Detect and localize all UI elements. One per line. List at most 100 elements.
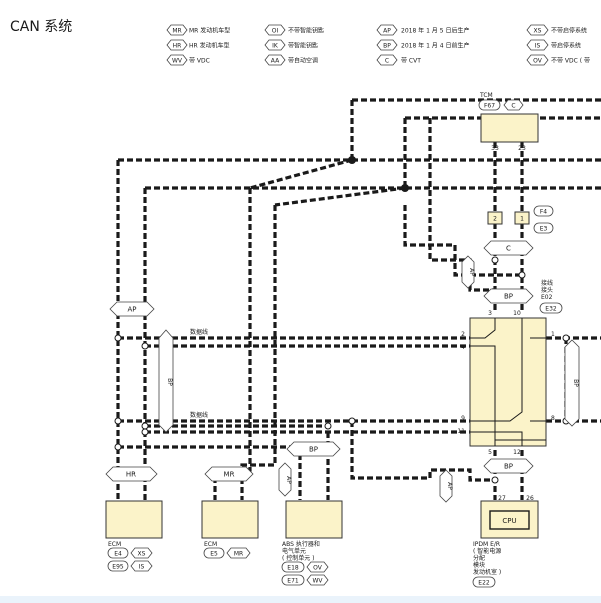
svg-text:BP: BP xyxy=(383,43,391,50)
tag-ap-left: AP xyxy=(109,301,155,317)
svg-text:HR: HR xyxy=(126,471,136,479)
ipdm-pin: 27 xyxy=(498,495,506,502)
tcm-name: TCM xyxy=(479,92,493,99)
tag-bp-right-vertical: BP xyxy=(564,339,580,427)
legend-item-hr: HR HR 发动机车型 xyxy=(166,39,230,51)
svg-text:C: C xyxy=(511,103,515,110)
svg-text:带自动空调: 带自动空调 xyxy=(288,57,318,65)
cpu-block xyxy=(489,510,530,530)
svg-text:F67: F67 xyxy=(484,103,495,110)
svg-text:E02: E02 xyxy=(541,294,553,301)
tcm-connector-tag: F67 C xyxy=(478,99,524,111)
joint-pin: 10 xyxy=(513,310,521,317)
joint-connector-id: E32 xyxy=(545,306,557,313)
tag-hr: HR xyxy=(105,466,158,482)
page-title: CAN 系统 xyxy=(10,19,73,35)
svg-text:C: C xyxy=(506,245,511,253)
legend-item-aa: AA 带自动空调 xyxy=(264,54,318,66)
junction-dots xyxy=(114,156,570,484)
junction-dot xyxy=(348,156,356,164)
splice-dot xyxy=(518,271,526,279)
ipdm-name-line: 发动机室 ) xyxy=(473,568,501,576)
connector-id: F4 xyxy=(540,209,547,216)
ecm-mr-module: 100 99 ECM E5 MR xyxy=(201,500,259,559)
connector-pin-box xyxy=(514,211,530,225)
wire-ap-lower xyxy=(350,421,495,482)
ecm-name: ECM xyxy=(204,541,217,548)
connector-f4-e3: 2 1 F4 E3 xyxy=(487,205,554,234)
connector-id: E5 xyxy=(210,551,218,558)
splice-dot xyxy=(562,334,570,342)
svg-text:IK: IK xyxy=(272,43,279,50)
tag-bp-joint-bottom: BP xyxy=(483,458,534,474)
svg-text:带启停系统: 带启停系统 xyxy=(551,42,581,50)
splice-dot xyxy=(324,422,332,430)
svg-text:AP: AP xyxy=(383,28,391,35)
tcm-pin: 33 xyxy=(491,145,499,152)
svg-text:C: C xyxy=(385,58,389,65)
wire-ap-top-2 xyxy=(403,205,522,277)
connector-id: E71 xyxy=(287,578,299,585)
joint-pin: 8 xyxy=(551,415,555,422)
svg-text:MR 发动机车型: MR 发动机车型 xyxy=(189,27,230,35)
tag-mr: MR xyxy=(204,466,254,482)
joint-pin: 1 xyxy=(551,331,555,338)
svg-text:OV: OV xyxy=(533,58,543,65)
joint-pin: 3 xyxy=(488,310,492,317)
abs-name-line: 电气单元 xyxy=(282,547,306,555)
tag-ap-vertical-lower: AP xyxy=(439,469,453,503)
bottom-scroll-strip xyxy=(0,596,601,603)
svg-text:HR 发动机车型: HR 发动机车型 xyxy=(189,42,230,50)
svg-text:OV: OV xyxy=(313,565,323,572)
connector-id: E22 xyxy=(478,580,490,587)
svg-text:AP: AP xyxy=(285,476,292,484)
wire-tags: AP BP HR MR AP BP C xyxy=(105,240,580,503)
legend-item-bp: BP 2018 年 1 月 4 日前生产 xyxy=(376,39,469,51)
legend-item-ov: OV 不带 VDC ( 带 xyxy=(526,54,590,66)
svg-text:HR: HR xyxy=(173,43,182,50)
tag-bp-left-vertical: BP xyxy=(158,329,174,433)
splice-dot xyxy=(141,422,149,430)
svg-text:WV: WV xyxy=(172,58,183,65)
tag-bp-abs: BP xyxy=(286,441,341,457)
svg-text:带 VDC: 带 VDC xyxy=(189,57,210,65)
ipdm-name-line: IPDM E/R xyxy=(473,541,500,548)
svg-text:MR: MR xyxy=(224,471,235,479)
ipdm-module: 27 26 CPU IPDM E/R ( 智能电源 分配 模块 发动机室 ) E… xyxy=(472,495,539,588)
splice-dot xyxy=(114,334,122,342)
svg-text:接线: 接线 xyxy=(541,279,553,287)
joint-pin: 11 xyxy=(457,428,465,435)
abs-module: 26 14 ABS 执行器和 电气单元 ( 控制单元 ) E18 OV E71 … xyxy=(281,500,343,586)
joint-pin: 4 xyxy=(461,344,465,351)
svg-text:BP: BP xyxy=(572,379,579,387)
svg-text:AP: AP xyxy=(468,268,475,276)
legend-item-wv: WV 带 VDC xyxy=(166,54,210,66)
tag-bp-joint-top: BP xyxy=(483,288,534,304)
splice-dot xyxy=(114,417,122,425)
ipdm-name-line: 模块 xyxy=(473,561,485,569)
abs-name-line: ( 控制单元 ) xyxy=(282,554,315,562)
svg-text:IS: IS xyxy=(535,43,541,50)
ipdm-name-line: ( 智能电源 xyxy=(473,547,501,555)
svg-text:BP: BP xyxy=(504,463,513,471)
joint-pin: 5 xyxy=(488,449,492,456)
svg-text:带 CVT: 带 CVT xyxy=(401,57,421,65)
splice-dot xyxy=(141,428,149,436)
svg-text:OI: OI xyxy=(272,28,279,35)
svg-text:MR: MR xyxy=(234,551,243,558)
svg-text:AP: AP xyxy=(127,306,136,314)
legend-item-is: IS 带启停系统 xyxy=(526,39,581,51)
junction-dot xyxy=(401,184,409,192)
tag-c-tcm: C xyxy=(483,240,534,256)
legend-item-oi: OI 不带智能钥匙 xyxy=(264,24,324,36)
legend-item-c: C 带 CVT xyxy=(376,54,421,66)
svg-text:XS: XS xyxy=(534,28,542,35)
svg-text:AA: AA xyxy=(271,58,280,65)
svg-text:不带智能钥匙: 不带智能钥匙 xyxy=(288,27,324,35)
svg-text:2: 2 xyxy=(493,216,497,223)
legend-item-xs: XS 不带启停系统 xyxy=(526,24,587,36)
tcm-pin: 23 xyxy=(518,145,526,152)
ecm-mr-box xyxy=(201,500,259,539)
tcm-box xyxy=(480,113,539,143)
legend-item-mr: MR MR 发动机车型 xyxy=(166,24,230,36)
